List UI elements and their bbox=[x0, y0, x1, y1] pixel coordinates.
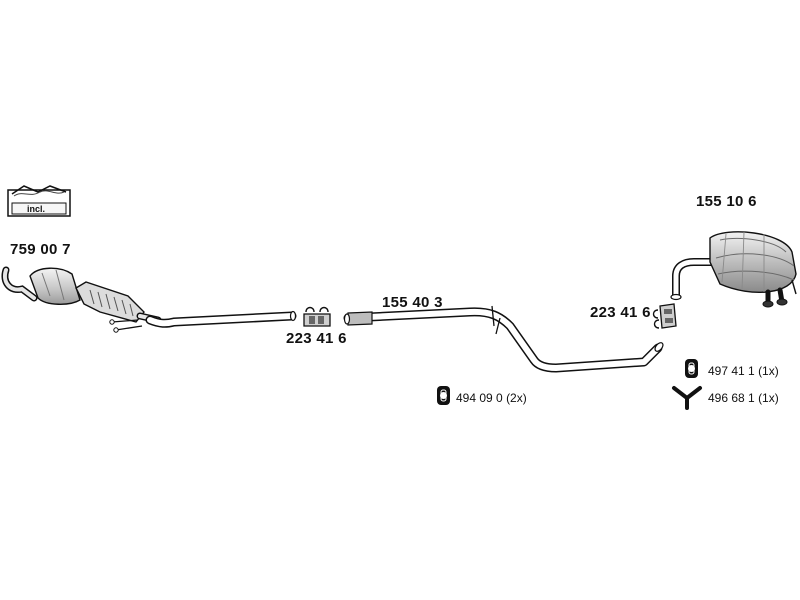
accessory-number: 494 09 0 bbox=[456, 391, 503, 405]
clamp-left-icon bbox=[303, 306, 331, 327]
clamp-right-icon bbox=[652, 303, 677, 329]
accessory-qty: (1x) bbox=[758, 391, 779, 405]
catalytic-converter-icon bbox=[1, 266, 162, 333]
accessory-qty: (1x) bbox=[758, 364, 779, 378]
accessory-number: 496 68 1 bbox=[708, 391, 755, 405]
part-number-clamp-right: 223 41 6 bbox=[590, 304, 651, 321]
rubber-mount-icon bbox=[437, 386, 450, 405]
front-pipe bbox=[145, 310, 297, 328]
accessory-qty: (2x) bbox=[506, 391, 527, 405]
part-number-catalytic-converter: 759 00 7 bbox=[10, 241, 71, 258]
accessory-hanger: 496 68 1 (1x) bbox=[708, 391, 779, 405]
accessory-mount-b: 497 41 1 (1x) bbox=[708, 364, 779, 378]
accessory-mount-a: 494 09 0 (2x) bbox=[456, 391, 527, 405]
accessory-number: 497 41 1 bbox=[708, 364, 755, 378]
rear-silencer-icon bbox=[670, 231, 797, 308]
middle-pipe-icon bbox=[343, 305, 664, 373]
part-number-clamp-left: 223 41 6 bbox=[286, 330, 347, 347]
kit-label: incl. bbox=[27, 204, 46, 214]
part-number-middle-pipe: 155 40 3 bbox=[382, 294, 443, 311]
rubber-mount-icon bbox=[685, 359, 698, 378]
part-number-rear-silencer: 155 10 6 bbox=[696, 193, 757, 210]
y-hanger-icon bbox=[672, 386, 702, 410]
kit-box-icon bbox=[7, 185, 71, 217]
